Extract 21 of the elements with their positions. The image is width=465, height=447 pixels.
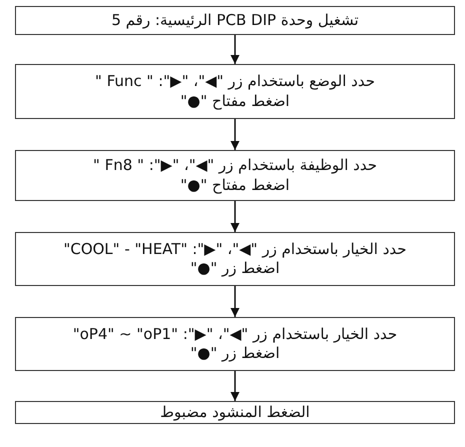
step-text: اضغط زر "●" (190, 259, 280, 278)
step-text: الضغط المنشود مضبوط (160, 402, 310, 422)
process-box (15, 401, 455, 424)
process-box (15, 6, 455, 35)
step-text: حدد الوظيفة باستخدام زر "◀"، "▶": " Fn8 " (93, 156, 377, 176)
arrow (230, 119, 240, 150)
arrow (230, 371, 240, 401)
step-text: اضغط مفتاح "●" (180, 176, 290, 195)
process-box (15, 317, 455, 371)
arrow (230, 201, 240, 232)
step-text: اضغط زر "●" (190, 344, 280, 364)
arrow (230, 286, 240, 317)
process-box (15, 64, 455, 119)
step-text: حدد الوضع باستخدام زر "◀"، "▶": " Func " (95, 72, 375, 92)
process-box (15, 232, 455, 286)
step-text: اضغط مفتاح "●" (180, 92, 290, 111)
step-text: حدد الخيار باستخدام زر "◀"، "▶": "oP4" ~ "oP1" (72, 324, 398, 344)
step-text: تشغيل وحدة PCB DIP الرئيسية: رقم 5 (111, 10, 359, 30)
process-box (15, 150, 455, 201)
arrow (230, 35, 240, 64)
step-text: حدد الخيار باستخدام زر "◀"، "▶": "COOL" - "HEAT" (63, 240, 407, 259)
